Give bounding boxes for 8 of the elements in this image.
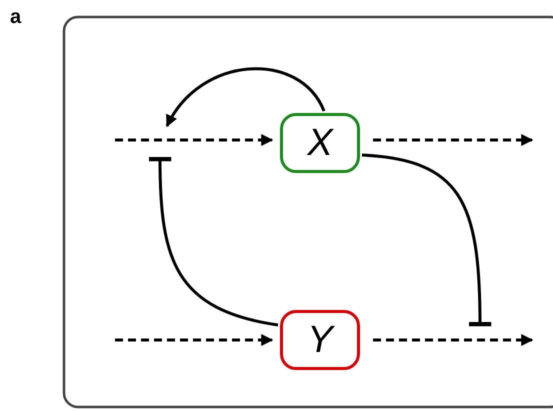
dashed-arrow — [115, 334, 274, 346]
dashed-arrow — [373, 334, 534, 346]
variable-box: X — [280, 113, 360, 173]
panel-letter: a — [10, 6, 22, 29]
dashed-arrow — [373, 134, 534, 146]
dashed-arrow — [115, 134, 274, 146]
variable-box: Y — [280, 310, 360, 370]
arrow — [166, 68, 326, 128]
